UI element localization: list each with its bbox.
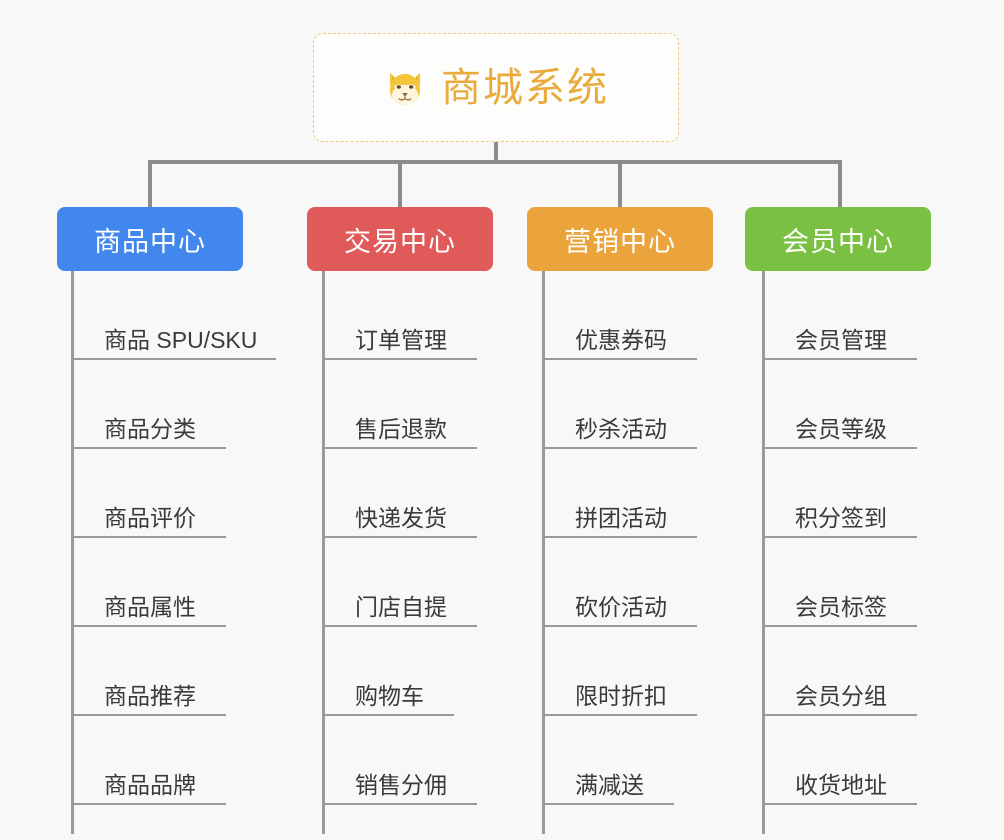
leaf-item[interactable]: 优惠券码 (542, 271, 697, 360)
leaf-label: 优惠券码 (575, 326, 667, 353)
leaf-label: 会员等级 (795, 415, 887, 442)
leaf-label: 拼团活动 (575, 504, 667, 531)
branch-header-0[interactable]: 商品中心 (57, 207, 243, 271)
leaf-label: 满减送 (575, 771, 644, 798)
leaf-item[interactable]: 商品属性 (71, 538, 226, 627)
branch-header-1[interactable]: 交易中心 (307, 207, 493, 271)
leaf-item[interactable]: 砍价活动 (542, 538, 697, 627)
leaf-label: 砍价活动 (575, 593, 667, 620)
connector-drop-1 (148, 160, 152, 208)
leaf-label: 限时折扣 (575, 682, 667, 709)
leaf-item[interactable]: 销售分佣 (322, 716, 477, 805)
leaf-item[interactable]: 收货地址 (762, 716, 917, 805)
leaf-label: 收货地址 (795, 771, 887, 798)
leaf-item[interactable]: 订单管理 (322, 271, 477, 360)
leaf-item[interactable]: 售后退款 (322, 360, 477, 449)
branch-header-label: 营销中心 (564, 226, 676, 257)
leaf-item[interactable]: 会员标签 (762, 538, 917, 627)
leaf-label: 售后退款 (355, 415, 447, 442)
branch-trunk-line (762, 271, 765, 834)
leaf-item[interactable]: 满减送 (542, 716, 674, 805)
leaf-label: 秒杀活动 (575, 415, 667, 442)
leaf-label: 订单管理 (355, 326, 447, 353)
branch-header-label: 商品中心 (94, 226, 206, 257)
leaf-item[interactable]: 会员等级 (762, 360, 917, 449)
leaf-item[interactable]: 门店自提 (322, 538, 477, 627)
leaf-item[interactable]: 商品品牌 (71, 716, 226, 805)
branch-trunk-line (71, 271, 74, 834)
leaf-item[interactable]: 会员管理 (762, 271, 917, 360)
leaf-label: 商品评价 (104, 504, 196, 531)
leaf-label: 积分签到 (795, 504, 887, 531)
branch-trunk-line (542, 271, 545, 834)
leaf-item[interactable]: 积分签到 (762, 449, 917, 538)
connector-root-stem (494, 142, 498, 164)
leaf-label: 商品属性 (104, 593, 196, 620)
leaf-label: 商品分类 (104, 415, 196, 442)
branch-trunk-line (322, 271, 325, 834)
dog-face-icon (383, 67, 427, 111)
connector-drop-3 (618, 160, 622, 208)
connector-horizontal-bus (148, 160, 842, 164)
leaf-item[interactable]: 会员分组 (762, 627, 917, 716)
branch-header-2[interactable]: 营销中心 (527, 207, 713, 271)
leaf-item[interactable]: 商品分类 (71, 360, 226, 449)
leaf-item[interactable]: 限时折扣 (542, 627, 697, 716)
leaf-item[interactable]: 快递发货 (322, 449, 477, 538)
branch-header-label: 交易中心 (344, 226, 456, 257)
leaf-label: 会员管理 (795, 326, 887, 353)
connector-drop-2 (398, 160, 402, 208)
connector-drop-4 (838, 160, 842, 208)
leaf-item[interactable]: 商品推荐 (71, 627, 226, 716)
leaf-item[interactable]: 购物车 (322, 627, 454, 716)
leaf-label: 商品推荐 (104, 682, 196, 709)
branch-header-3[interactable]: 会员中心 (745, 207, 931, 271)
leaf-label: 快递发货 (355, 504, 447, 531)
leaf-label: 商品 SPU/SKU (104, 326, 258, 353)
leaf-label: 销售分佣 (355, 771, 447, 798)
root-title: 商城系统 (441, 65, 609, 110)
leaf-label: 购物车 (355, 682, 424, 709)
leaf-item[interactable]: 拼团活动 (542, 449, 697, 538)
leaf-label: 商品品牌 (104, 771, 196, 798)
leaf-label: 门店自提 (355, 593, 447, 620)
leaf-label: 会员标签 (795, 593, 887, 620)
leaf-item[interactable]: 商品 SPU/SKU (71, 271, 276, 360)
leaf-label: 会员分组 (795, 682, 887, 709)
root-node[interactable]: 商城系统 (313, 33, 679, 142)
leaf-item[interactable]: 商品评价 (71, 449, 226, 538)
leaf-item[interactable]: 秒杀活动 (542, 360, 697, 449)
branch-header-label: 会员中心 (782, 226, 894, 257)
